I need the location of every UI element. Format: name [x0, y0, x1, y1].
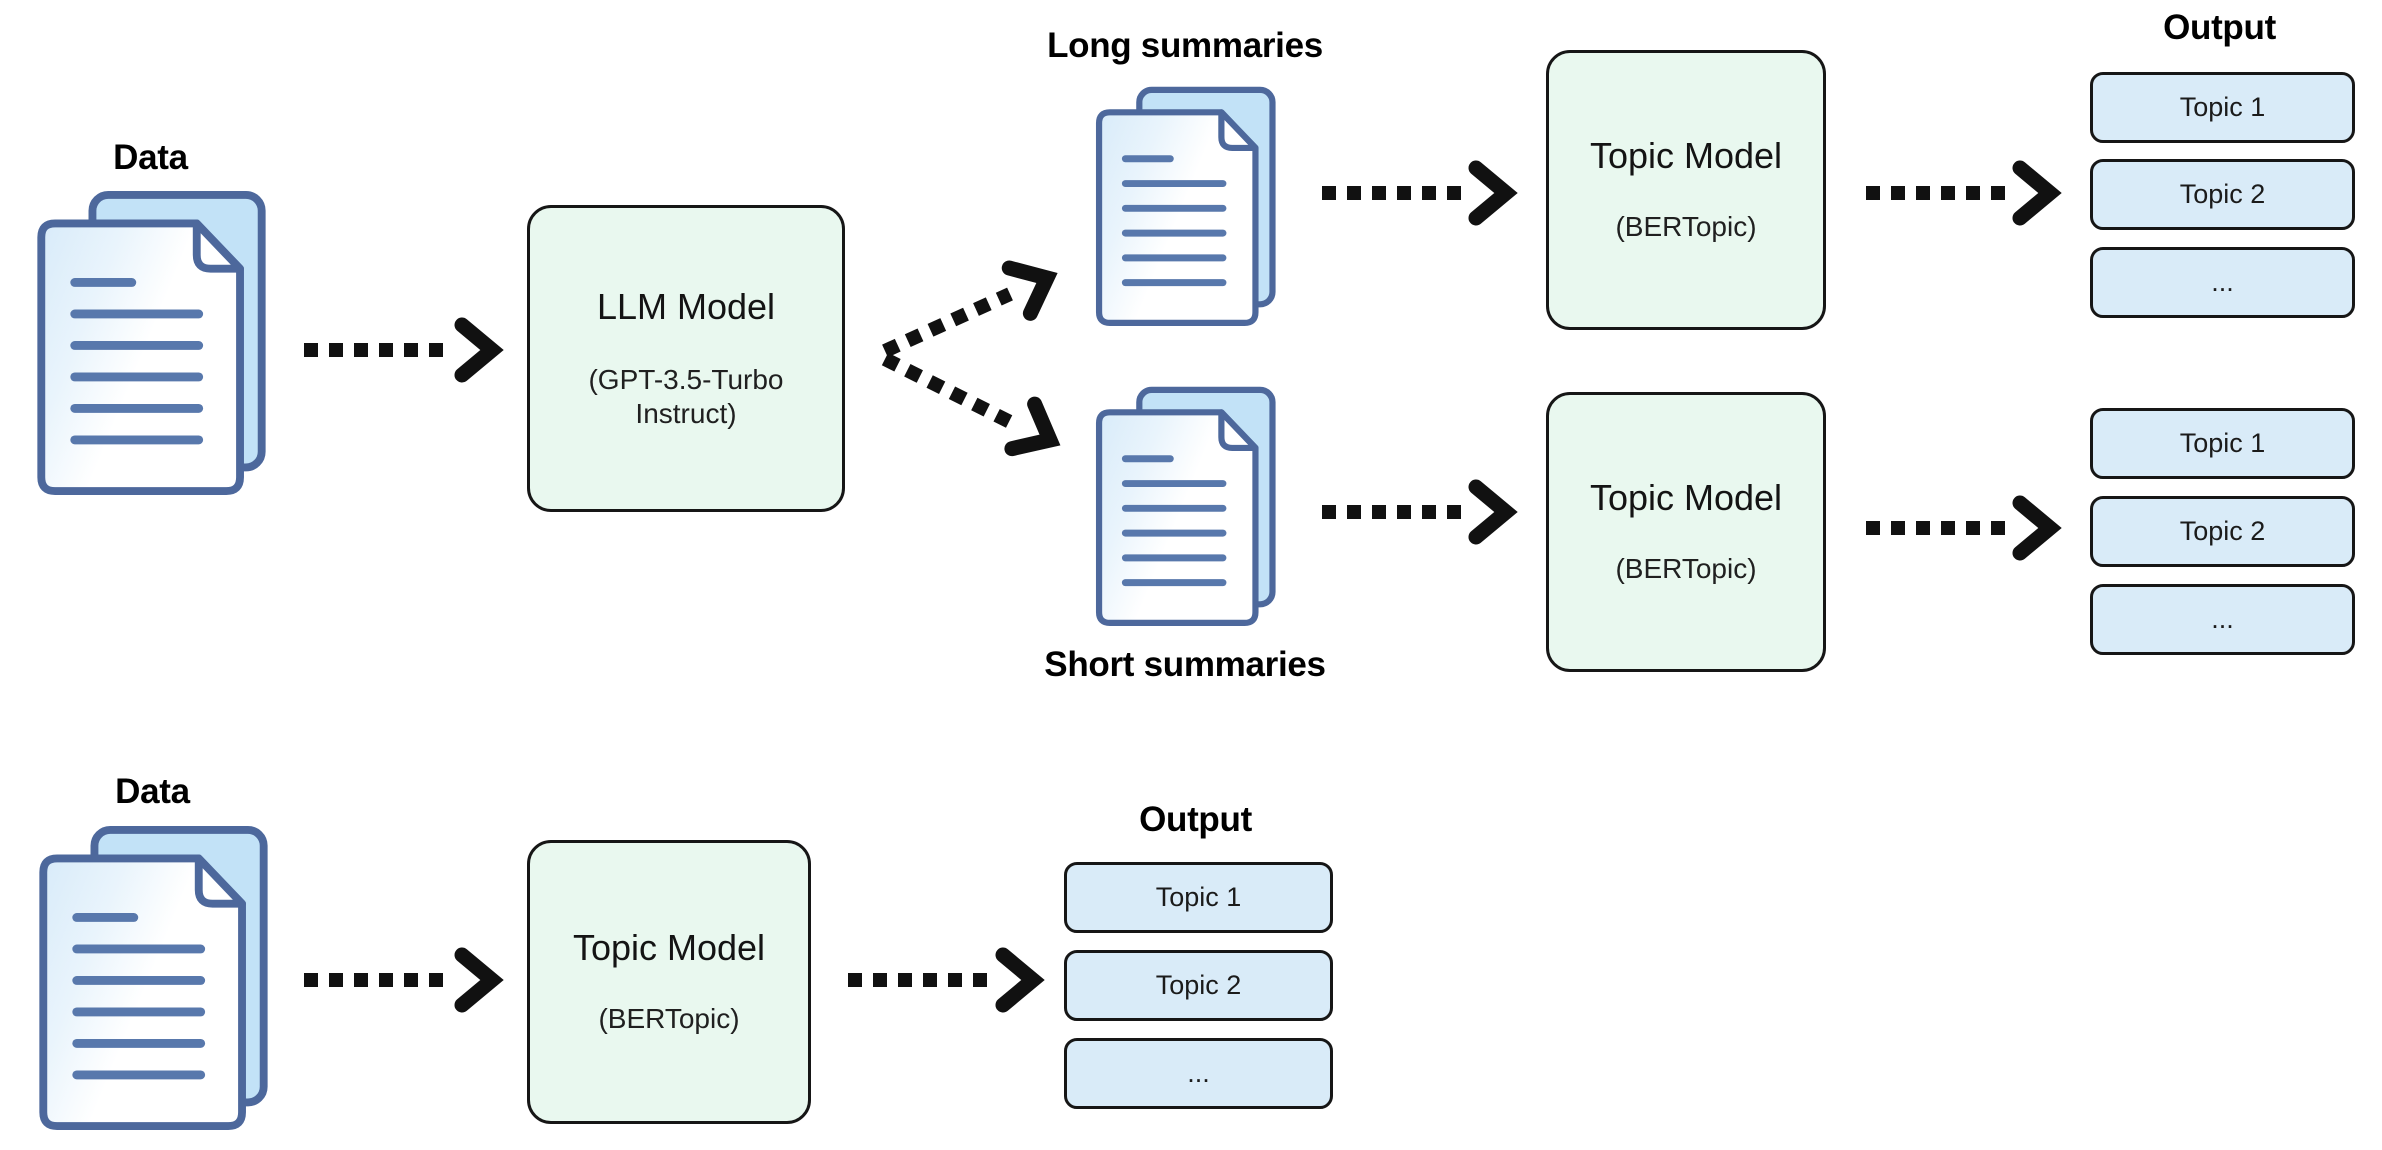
- output-pill: ...: [1064, 1038, 1333, 1109]
- arrow-data-to-llm: [304, 317, 504, 383]
- data-documents-icon: [33, 190, 268, 495]
- output-pill: Topic 2: [1064, 950, 1333, 1021]
- long-summaries-label: Long summaries: [1047, 26, 1323, 65]
- arrow-llm-branch-short: [881, 352, 1061, 457]
- output-pill: Topic 1: [2090, 408, 2355, 479]
- long-summaries-documents-icon: [1092, 86, 1278, 326]
- arrow-llm-branch-long: [882, 260, 1058, 358]
- short-summaries-documents-icon: [1092, 386, 1278, 626]
- topic-model-title: Topic Model: [572, 927, 766, 968]
- data-label-bottom: Data: [115, 772, 190, 811]
- topic-model-title: Topic Model: [1589, 477, 1783, 518]
- topic-model-box-long: Topic Model (BERTopic): [1546, 50, 1826, 330]
- llm-model-subtitle: (GPT-3.5-Turbo Instruct): [588, 363, 784, 429]
- arrow-topicmodel-long-to-output: [1866, 160, 2062, 226]
- llm-model-title: LLM Model: [596, 285, 776, 327]
- llm-model-box: LLM Model (GPT-3.5-Turbo Instruct): [527, 205, 845, 512]
- output-pill: Topic 1: [1064, 862, 1333, 933]
- data-label-top: Data: [113, 138, 188, 177]
- output-pill: Topic 1: [2090, 72, 2355, 143]
- data-documents-icon-bottom: [35, 825, 270, 1130]
- arrow-topicmodel-bottom-to-output: [848, 947, 1045, 1013]
- output-label-top: Output: [2163, 8, 2276, 47]
- topic-model-subtitle: (BERTopic): [1615, 553, 1757, 584]
- output-pill: ...: [2090, 584, 2355, 655]
- output-pill: ...: [2090, 247, 2355, 318]
- output-pill: Topic 2: [2090, 159, 2355, 230]
- topic-model-subtitle: (BERTopic): [1615, 211, 1757, 242]
- arrow-longdocs-to-topicmodel: [1322, 160, 1518, 226]
- output-label-bottom: Output: [1139, 800, 1252, 839]
- arrow-shortdocs-to-topicmodel: [1322, 479, 1518, 545]
- arrow-data-to-topicmodel-bottom: [304, 947, 504, 1013]
- topic-model-title: Topic Model: [1589, 135, 1783, 176]
- topic-model-box-short: Topic Model (BERTopic): [1546, 392, 1826, 672]
- short-summaries-label: Short summaries: [1044, 645, 1326, 684]
- output-pill: Topic 2: [2090, 496, 2355, 567]
- topic-model-box-bottom: Topic Model (BERTopic): [527, 840, 811, 1124]
- topic-model-subtitle: (BERTopic): [598, 1003, 740, 1034]
- arrow-topicmodel-short-to-output: [1866, 495, 2062, 561]
